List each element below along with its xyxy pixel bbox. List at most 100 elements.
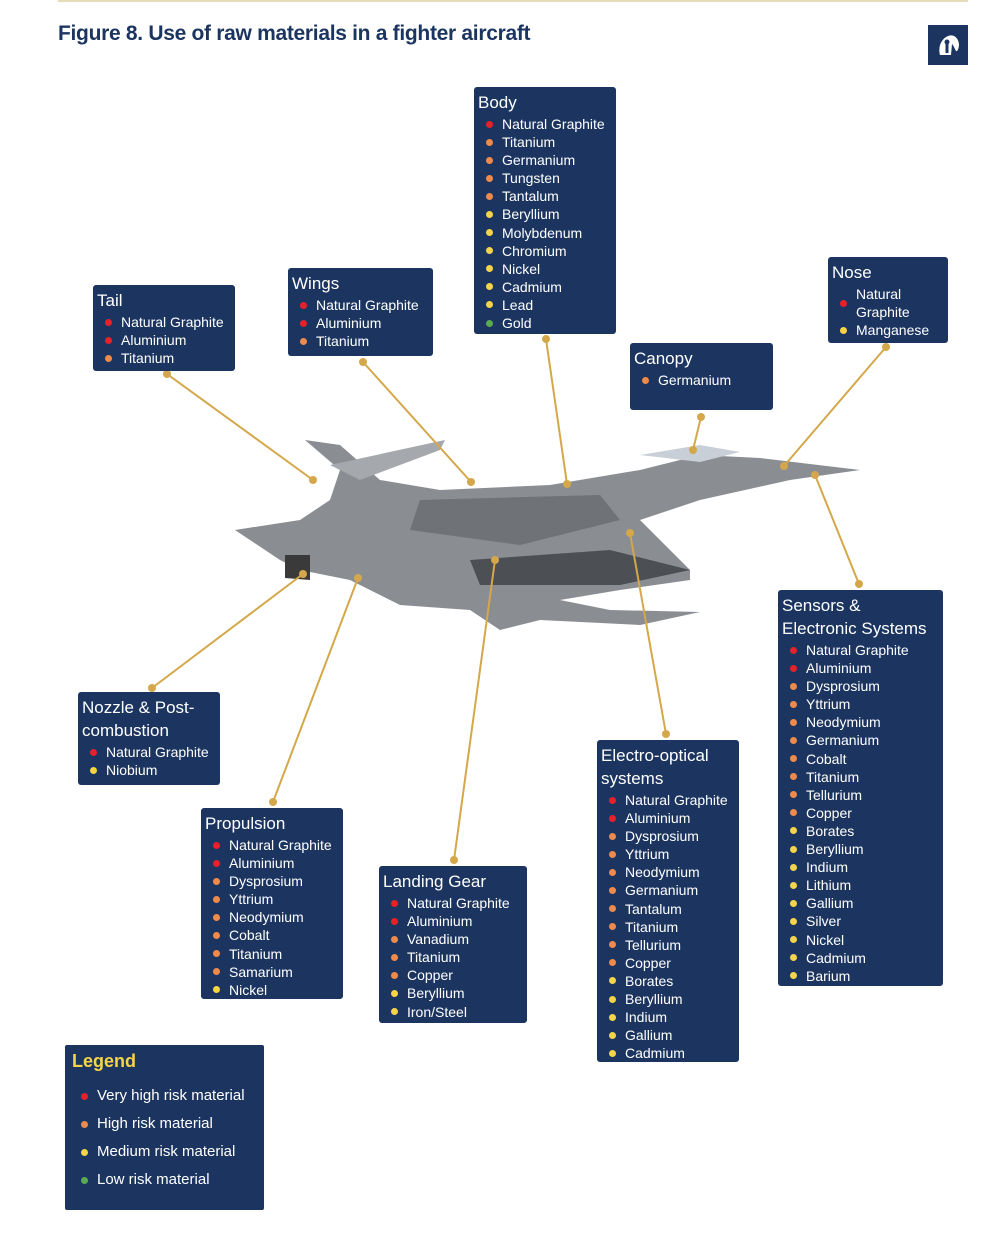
material-name: Tantalum <box>502 188 559 205</box>
material-item: Gold <box>478 314 612 332</box>
material-item: Germanium <box>634 371 769 389</box>
material-name: Nickel <box>229 981 268 998</box>
material-item: Cadmium <box>478 278 612 296</box>
material-item: Copper <box>601 954 735 972</box>
material-name: Aluminium <box>229 855 295 872</box>
risk-dot-icon <box>790 646 797 654</box>
risk-dot-icon <box>609 995 616 1003</box>
material-name: Natural Graphite <box>502 116 605 132</box>
component-title: Canopy <box>634 349 693 368</box>
material-item: Germanium <box>601 881 735 899</box>
figure-title: Figure 8. Use of raw materials in a figh… <box>58 22 531 45</box>
risk-dot-icon <box>609 1031 616 1039</box>
risk-dot-icon <box>213 968 220 976</box>
component-title: Landing Gear <box>383 872 487 891</box>
connector-line-canopy <box>692 416 702 451</box>
connector-line-sensors <box>814 474 860 585</box>
material-name: Titanium <box>229 945 283 962</box>
connector-dot <box>542 335 550 343</box>
risk-dot-icon <box>609 905 616 913</box>
risk-dot-icon <box>790 718 797 726</box>
risk-dot-icon <box>391 899 398 907</box>
material-name: Yttrium <box>806 696 851 713</box>
material-name: Natural Graphite <box>806 642 909 658</box>
material-item: Indium <box>782 858 939 876</box>
material-name: Nickel <box>502 260 541 277</box>
connector-line-body <box>545 338 568 485</box>
material-item: Titanium <box>478 133 612 151</box>
material-name: Titanium <box>407 949 461 966</box>
material-name: Borates <box>625 972 674 989</box>
material-item: Aluminium <box>383 912 523 930</box>
material-item: Beryllium <box>601 990 735 1008</box>
risk-dot-icon <box>81 1120 88 1128</box>
material-item: Cadmium <box>782 949 939 967</box>
material-name: Copper <box>625 954 671 971</box>
horse-logo-icon <box>928 25 968 65</box>
material-item: Natural Graphite <box>782 641 939 659</box>
connector-line-landing <box>453 559 496 861</box>
risk-dot-icon <box>790 773 797 781</box>
material-name: Chromium <box>502 242 567 259</box>
material-item: Niobium <box>82 761 216 779</box>
material-item: Titanium <box>383 948 523 966</box>
risk-dot-icon <box>790 791 797 799</box>
material-item: Copper <box>782 804 939 822</box>
material-name: Dysprosium <box>229 873 303 890</box>
material-name: Lead <box>502 296 534 313</box>
material-name: Nickel <box>806 931 845 948</box>
material-name: Aluminium <box>625 810 691 827</box>
material-name: Copper <box>407 967 453 984</box>
material-name: Aluminium <box>121 332 187 349</box>
material-item: Titanium <box>782 768 939 786</box>
connector-line-electro <box>629 532 667 735</box>
component-title: Nozzle & Post-combustion <box>82 698 195 740</box>
risk-dot-icon <box>300 337 307 345</box>
risk-dot-icon <box>391 917 398 925</box>
risk-dot-icon <box>609 977 616 985</box>
risk-dot-icon <box>486 319 493 327</box>
connector-dot <box>882 343 890 351</box>
risk-dot-icon <box>486 283 493 291</box>
connector-dot <box>491 556 499 564</box>
material-item: Barium <box>782 967 939 985</box>
connector-dot <box>359 358 367 366</box>
material-name: Tungsten <box>502 170 560 187</box>
material-item: Natural Graphite <box>601 791 735 809</box>
material-name: Germanium <box>625 882 699 899</box>
risk-dot-icon <box>790 700 797 708</box>
material-item: Natural Graphite <box>478 115 612 133</box>
material-name: Titanium <box>625 918 679 935</box>
material-item: Germanium <box>782 731 939 749</box>
material-item: Indium <box>601 1008 735 1026</box>
risk-dot-icon <box>486 211 493 219</box>
material-name: Natural Graphite <box>625 792 728 808</box>
connector-dot <box>626 529 634 537</box>
material-name: Yttrium <box>229 891 274 908</box>
connector-dot <box>780 462 788 470</box>
material-name: Germanium <box>658 372 732 388</box>
material-item: Natural Graphite <box>383 894 523 912</box>
risk-dot-icon <box>391 953 398 961</box>
material-item: Aluminium <box>205 854 339 872</box>
material-name: Gallium <box>806 895 854 912</box>
material-item: Titanium <box>97 349 231 367</box>
material-name: Natural Graphite <box>229 837 332 853</box>
risk-dot-icon <box>790 682 797 690</box>
material-item: Tungsten <box>478 169 612 187</box>
material-name: Silver <box>806 913 842 930</box>
material-item: Vanadium <box>383 930 523 948</box>
connector-dot <box>467 478 475 486</box>
connector-dot <box>662 730 670 738</box>
material-item: Titanium <box>601 918 735 936</box>
material-item: Yttrium <box>205 890 339 908</box>
connector-line-nose <box>783 346 887 467</box>
risk-dot-icon <box>300 301 307 309</box>
